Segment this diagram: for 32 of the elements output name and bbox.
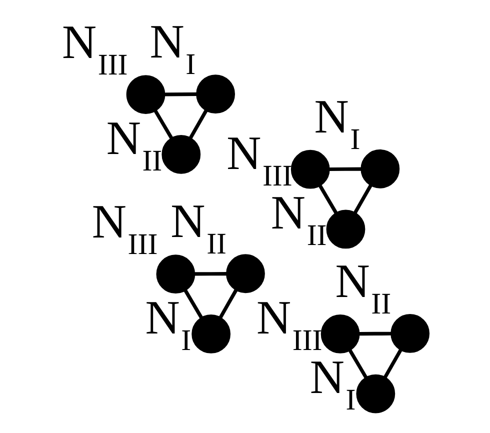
connector (218, 288, 238, 318)
node-circle (192, 314, 231, 353)
connector (188, 109, 208, 139)
node-circle (162, 134, 201, 174)
connector (383, 348, 402, 378)
node-label: N$_{I}$ (145, 290, 192, 356)
connector (164, 92, 198, 96)
node-circle (356, 374, 396, 413)
node-circle (126, 74, 166, 114)
node-label: N$_{I}$ (150, 15, 196, 81)
node-label: N$_{II}$ (335, 254, 392, 320)
node-label: N$_{III}$ (92, 195, 158, 261)
connector (348, 348, 368, 378)
node-circle (320, 314, 360, 353)
connector (359, 331, 392, 336)
connector (194, 271, 227, 276)
node-circle (326, 209, 366, 248)
node-label: N$_{I}$ (314, 90, 360, 156)
connector (328, 166, 362, 171)
node-label: N$_{III}$ (62, 16, 128, 82)
node-label: N$_{II}$ (106, 111, 162, 177)
node-circle (390, 314, 430, 352)
node-circle (290, 149, 330, 188)
connector (154, 109, 174, 139)
node-label: N$_{II}$ (170, 194, 226, 260)
node-circle (156, 254, 196, 294)
connector (353, 184, 372, 214)
node-circle (360, 148, 400, 188)
node-circle (196, 74, 235, 114)
connector (184, 289, 204, 318)
node-circle (226, 254, 265, 293)
connector (318, 184, 338, 214)
